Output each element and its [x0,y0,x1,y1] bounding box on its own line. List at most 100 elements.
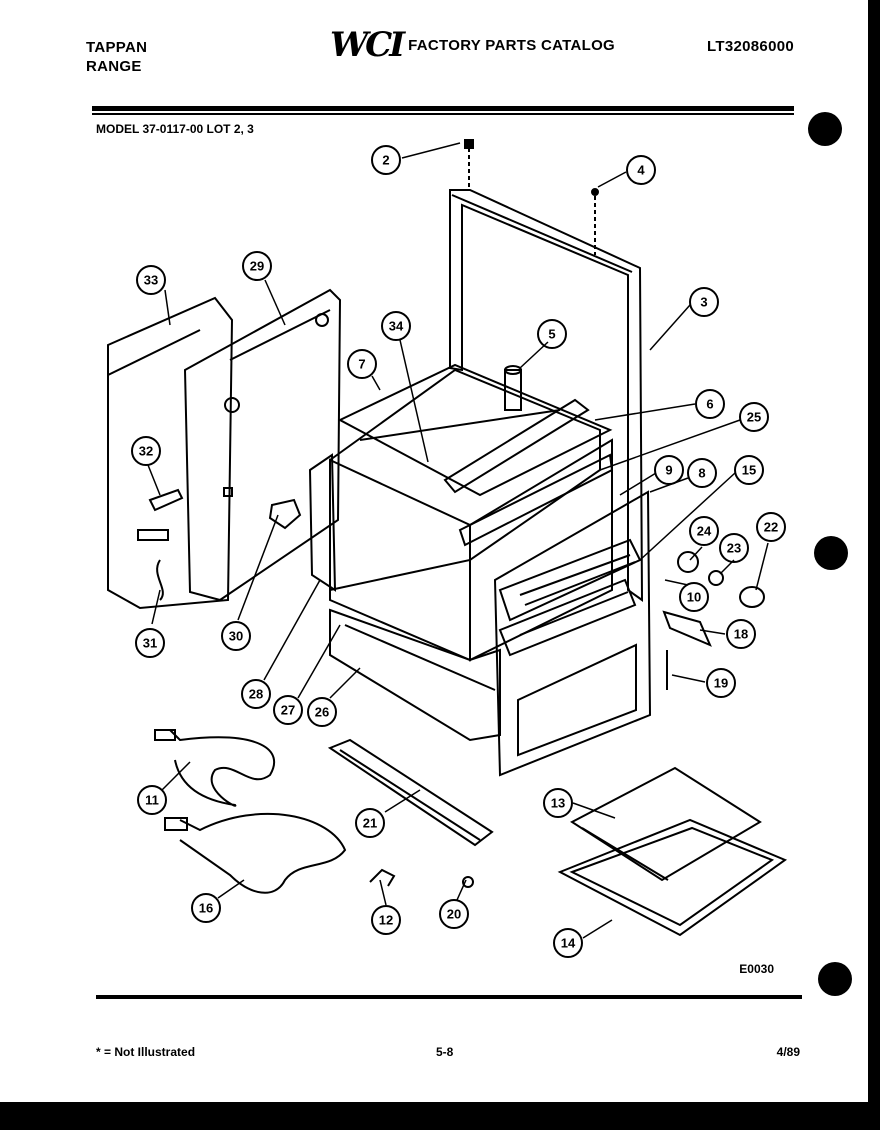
callout-label: 19 [714,676,728,691]
callout-16 [191,893,221,923]
callout-label: 30 [229,629,243,644]
callout-label: 16 [199,901,213,916]
callout-label: 27 [281,703,295,718]
callout-8 [687,458,717,488]
callout-label: 22 [764,520,778,535]
door-gasket-part [308,453,337,592]
callout-label: 29 [250,259,264,274]
nut-part [591,188,599,196]
callout-label: 4 [637,163,645,178]
scan-border-bottom [0,1102,880,1130]
callout-label: 21 [363,816,377,831]
callout-33 [136,265,166,295]
callout-2 [371,145,401,175]
callout-label: 5 [548,327,555,342]
callout-label: 23 [727,541,741,556]
top-panel-part [449,189,644,602]
footer-rule [96,995,802,999]
callout-14 [553,928,583,958]
broil-element-part [179,812,347,894]
callout-label: 14 [561,936,576,951]
header-rule-thin [92,113,794,115]
callout-label: 13 [551,796,565,811]
callout-label: 33 [144,273,158,288]
callout-label: 10 [687,590,701,605]
callout-30 [221,621,251,651]
callout-34 [381,311,411,341]
callout-18 [726,619,756,649]
callout-label: 3 [700,295,707,310]
callout-label: 20 [447,907,461,922]
callout-label: 2 [382,153,389,168]
callout-label: 9 [665,463,672,478]
brand-line-2: RANGE [86,58,142,75]
callout-label: 32 [139,444,153,459]
header-rule-thick [92,106,794,111]
broiler-drawer-part [329,608,501,742]
binder-hole-bottom [818,962,852,996]
callout-5 [537,319,567,349]
catalog-code: LT32086000 [707,38,794,55]
knob-part [677,551,699,573]
callout-3 [689,287,719,317]
screw-part [464,139,474,149]
side-panel-part [183,288,342,602]
callout-27 [273,695,303,725]
callout-label: 28 [249,687,263,702]
footnote: * = Not Illustrated [96,1045,196,1059]
callout-23 [719,533,749,563]
callout-32 [131,436,161,466]
brand-block: TAPPAN RANGE [86,38,147,76]
oven-rack-part [498,538,642,657]
broil-pan-insert-part [570,766,762,882]
callout-9 [654,455,684,485]
oven-side-part [329,458,471,662]
callout-28 [241,679,271,709]
callout-26 [307,697,337,727]
rear-panel-part [107,296,234,610]
scan-border-right [868,0,880,1130]
burner-part [327,738,494,847]
model-label: MODEL 37-0117-00 LOT 2, 3 [96,122,254,136]
callout-11 [137,785,167,815]
revision-date: 4/89 [776,1045,800,1059]
figure-code: E0030 [739,962,774,976]
callout-label: 18 [734,627,748,642]
callout-label: 12 [379,913,393,928]
callout-label: 26 [315,705,329,720]
callout-4 [626,155,656,185]
callout-29 [242,251,272,281]
broil-pan-part [557,818,788,937]
wci-logo: WCI [330,25,405,65]
oven-door-part [493,490,652,777]
catalog-title-block: WCI FACTORY PARTS CATALOG [330,25,616,65]
callout-12 [371,905,401,935]
callout-24 [689,516,719,546]
callout-6 [695,389,725,419]
callout-label: 11 [145,793,159,808]
callout-label: 34 [389,319,404,334]
callout-31 [135,628,165,658]
callout-13 [543,788,573,818]
callout-label: 25 [747,410,761,425]
page-number: 5-8 [436,1045,454,1059]
binder-hole-middle [814,536,848,570]
callout-label: 24 [697,524,712,539]
callout-7 [347,349,377,379]
callout-15 [734,455,764,485]
catalog-title: FACTORY PARTS CATALOG [408,36,616,54]
callout-21 [355,808,385,838]
callout-label: 15 [742,463,756,478]
brand-line-1: TAPPAN [86,39,148,56]
callout-label: 8 [698,466,705,481]
callout-circles [131,145,786,958]
bake-element-part [169,729,276,807]
callout-10 [679,582,709,612]
callout-19 [706,668,736,698]
callout-label: 6 [706,397,713,412]
callout-22 [756,512,786,542]
callout-label: 31 [143,636,157,651]
binder-hole-top [808,112,842,146]
callout-25 [739,402,769,432]
